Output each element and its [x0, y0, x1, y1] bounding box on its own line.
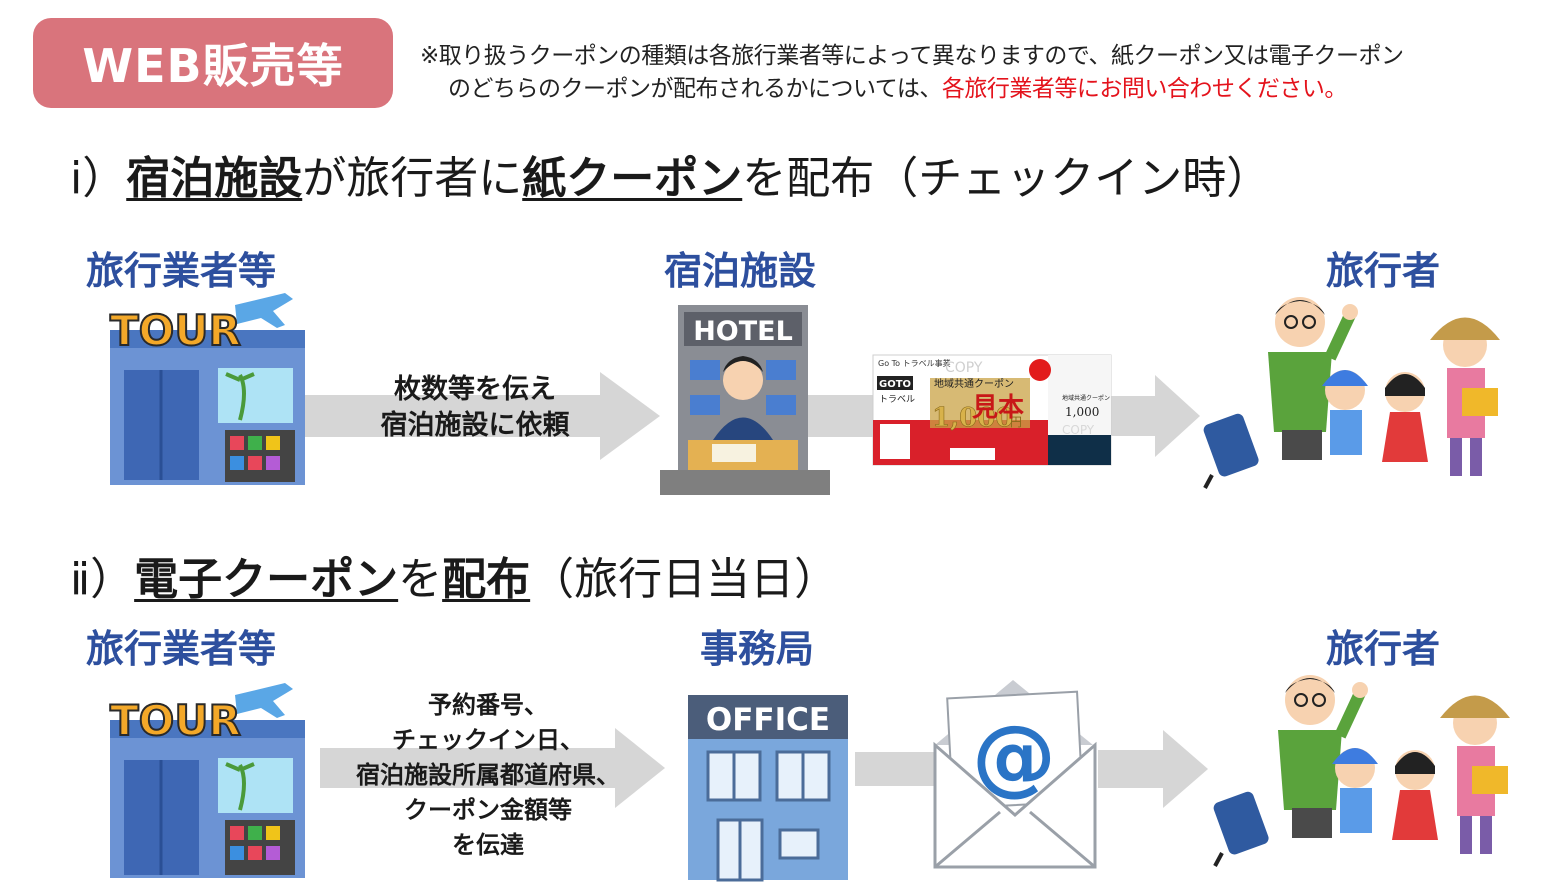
section1-heading: ⅰ）宿泊施設が旅行者に紙クーポンを配布（チェックイン時） [70, 142, 1270, 206]
coupon-right-amount: 1,000 [1065, 405, 1099, 419]
section1-from-label: 旅行業者等 [86, 249, 277, 293]
arrow-text-line2: 宿泊施設に依頼 [380, 410, 570, 441]
coupon-header: Go To トラベル事業 [878, 358, 951, 368]
section2-from-label: 旅行業者等 [86, 627, 277, 671]
arrow-2a [320, 728, 665, 808]
section2-mid-label: 事務局 [700, 627, 815, 671]
hotel-icon: HOTEL [660, 305, 830, 495]
tour-sign-text: TOUR [110, 306, 241, 355]
arrow-1c [1110, 375, 1200, 457]
arrow-2c [1098, 730, 1208, 808]
section2-heading: ⅱ）電子クーポンを配布（旅行日当日） [70, 543, 838, 607]
section1-part2: が旅行者に [302, 153, 523, 204]
section2-to-label: 旅行者 [1326, 627, 1441, 671]
office-icon: OFFICE [688, 695, 848, 882]
note-line2-red: 各旅行業者等にお問い合わせください。 [941, 76, 1348, 102]
arrow-1b [808, 395, 878, 437]
tour-shop-icon-2: TOUR [109, 683, 305, 878]
coupon-copy: COPY [945, 360, 983, 376]
coupon-logo: GOTO [879, 379, 911, 390]
section2-num: ⅱ） [70, 554, 135, 605]
coupon-note: ※取り扱うクーポンの種類は各旅行業者等によって異なりますので、紙クーポン又は電子… [420, 40, 1540, 106]
travelers-icon [1203, 297, 1500, 489]
arrow2-line2: チェックイン日、 [392, 726, 584, 754]
section1-arrow-text: 枚数等を伝え 宿泊施設に依頼 [330, 372, 620, 444]
section1-part3: 紙クーポン [522, 153, 743, 204]
section1-part4: を配布（チェックイン時） [742, 153, 1271, 204]
coupon-title: 地域共通クーポン [934, 377, 1014, 390]
hotel-sign-text: HOTEL [693, 316, 793, 347]
arrow2-line5: を伝達 [452, 831, 524, 859]
arrow-1a [305, 372, 660, 460]
coupon-copy2: COPY [1062, 423, 1095, 437]
section1-part1: 宿泊施設 [126, 153, 303, 204]
note-line2: のどちらのクーポンが配布されるかについては、 [448, 76, 942, 102]
web-sales-badge: WEB販売等 [33, 18, 393, 108]
arrow2-line3: 宿泊施設所属都道府県、 [356, 761, 620, 789]
tour-sign-text-2: TOUR [110, 696, 241, 745]
coupon-yen: 円 [1010, 415, 1022, 429]
travelers-icon-2 [1213, 675, 1510, 867]
section2-arrow-text: 予約番号、 チェックイン日、 宿泊施設所属都道府県、 クーポン金額等 を伝達 [318, 688, 658, 863]
coupon-amount: 1,000 [932, 403, 1013, 433]
arrow-text-line1: 枚数等を伝え [394, 374, 556, 405]
section1-to-label: 旅行者 [1326, 249, 1441, 293]
note-line1: ※取り扱うクーポンの種類は各旅行業者等によって異なりますので、紙クーポン又は電子… [420, 43, 1404, 69]
coupon-right-title: 地域共通クーポン [1062, 394, 1110, 402]
office-sign-text: OFFICE [706, 702, 830, 738]
arrow-2b [855, 752, 935, 786]
email-icon: @ [933, 680, 1097, 869]
section1-mid-label: 宿泊施設 [664, 249, 817, 293]
arrow2-line1: 予約番号、 [428, 691, 548, 719]
section2-part2: を [398, 554, 443, 605]
section2-part3: 配布 [442, 554, 531, 605]
tour-shop-icon: TOUR [109, 293, 305, 485]
coupon-logo-sub: トラベル [879, 394, 915, 405]
section2-part4: （旅行日当日） [530, 554, 839, 605]
section1-num: ⅰ） [70, 153, 127, 204]
section2-part1: 電子クーポン [134, 554, 399, 605]
arrow2-line4: クーポン金額等 [404, 796, 572, 824]
paper-coupon: Go To トラベル事業 COPY GOTO トラベル 地域共通クーポン 1,0… [872, 354, 1112, 466]
coupon-mihon: 見本 [972, 393, 1024, 423]
